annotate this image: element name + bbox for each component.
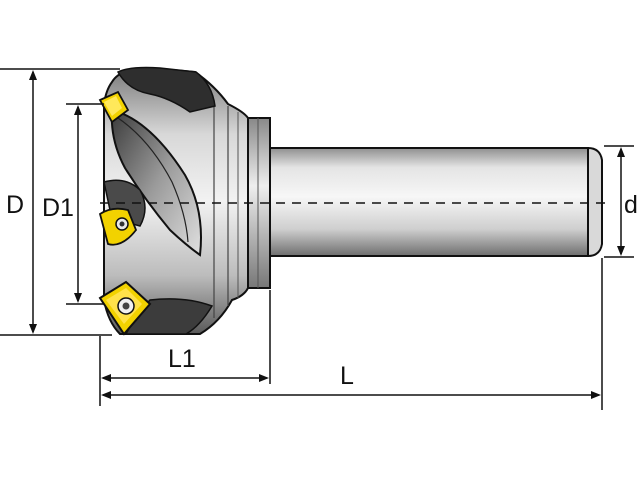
- dimension-d-shank: [604, 145, 634, 258]
- label-d: d: [624, 191, 638, 219]
- shank: [269, 146, 603, 258]
- insert-middle: [98, 207, 138, 246]
- label-L: L: [340, 362, 354, 390]
- dimension-d1: [66, 103, 104, 305]
- insert-bottom: [98, 280, 152, 336]
- dimension-l1: [99, 290, 271, 406]
- dimension-d-outer: [0, 68, 120, 336]
- dimension-l: [101, 258, 603, 410]
- label-D1: D1: [42, 194, 74, 222]
- neck-collar: [247, 117, 271, 289]
- insert-top: [98, 90, 130, 124]
- label-L1: L1: [168, 345, 196, 373]
- label-D: D: [6, 191, 24, 219]
